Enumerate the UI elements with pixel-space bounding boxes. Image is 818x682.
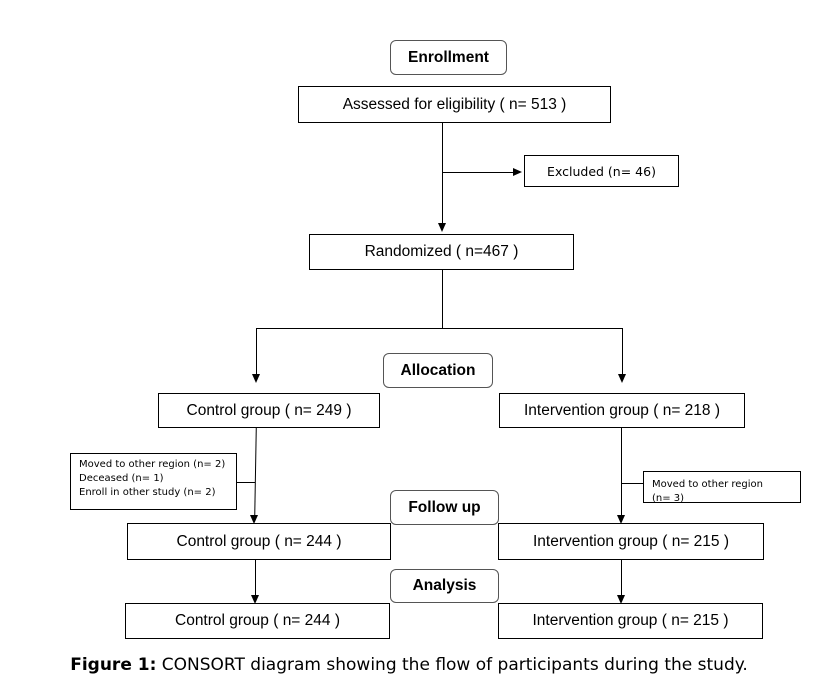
phase-allocation: Allocation: [383, 353, 493, 388]
connector-intervention-losses: [621, 483, 643, 484]
arrow-to-control-allocation: [252, 374, 260, 383]
phase-enrollment: Enrollment: [390, 40, 507, 75]
connector-intervention-followup: [621, 428, 622, 516]
arrow-to-intervention-analysis: [617, 595, 625, 604]
assessed-eligibility-box: Assessed for eligibility ( n= 513 ): [298, 86, 611, 123]
control-allocation-box: Control group ( n= 249 ): [158, 393, 380, 428]
control-followup-box: Control group ( n= 244 ): [127, 523, 391, 560]
connector-control-analysis: [255, 559, 256, 597]
intervention-loss-moved: Moved to other region (n= 3): [652, 479, 764, 503]
connector-control-losses: [236, 482, 255, 483]
arrow-to-randomized: [438, 223, 446, 232]
control-loss-moved: Moved to other region (n= 2): [79, 459, 226, 470]
arrow-to-intervention-followup: [617, 515, 625, 524]
excluded-box: Excluded (n= 46): [524, 155, 679, 187]
figure-caption: Figure 1: CONSORT diagram showing the fl…: [0, 655, 818, 675]
intervention-losses-note: Moved to other region (n= 3): [643, 471, 801, 503]
control-loss-other-study: Enroll in other study (n= 2): [79, 487, 216, 498]
control-analysis-box: Control group ( n= 244 ): [125, 603, 390, 639]
connector-to-excluded: [442, 172, 514, 173]
arrow-to-control-followup: [250, 515, 258, 524]
randomized-box: Randomized ( n=467 ): [309, 234, 574, 270]
intervention-followup-box: Intervention group ( n= 215 ): [498, 523, 764, 560]
phase-analysis: Analysis: [390, 569, 499, 603]
connector-intervention-analysis: [621, 559, 622, 597]
connector-right-branch: [622, 328, 623, 376]
intervention-analysis-box: Intervention group ( n= 215 ): [498, 603, 763, 639]
control-losses-note: Moved to other region (n= 2) Deceased (n…: [70, 453, 237, 510]
figure-caption-text: CONSORT diagram showing the flow of part…: [156, 655, 748, 675]
connector-randomized-down: [442, 269, 443, 328]
connector-assessed-down: [442, 122, 443, 226]
arrow-to-excluded: [513, 168, 522, 176]
figure-label: Figure 1:: [70, 655, 157, 675]
arrow-to-intervention-allocation: [618, 374, 626, 383]
connector-control-followup: [254, 428, 257, 516]
arrow-to-control-analysis: [251, 595, 259, 604]
connector-branch: [256, 328, 623, 329]
phase-follow-up: Follow up: [390, 490, 499, 525]
connector-left-branch: [256, 328, 257, 376]
control-loss-deceased: Deceased (n= 1): [79, 473, 164, 484]
intervention-allocation-box: Intervention group ( n= 218 ): [499, 393, 745, 428]
